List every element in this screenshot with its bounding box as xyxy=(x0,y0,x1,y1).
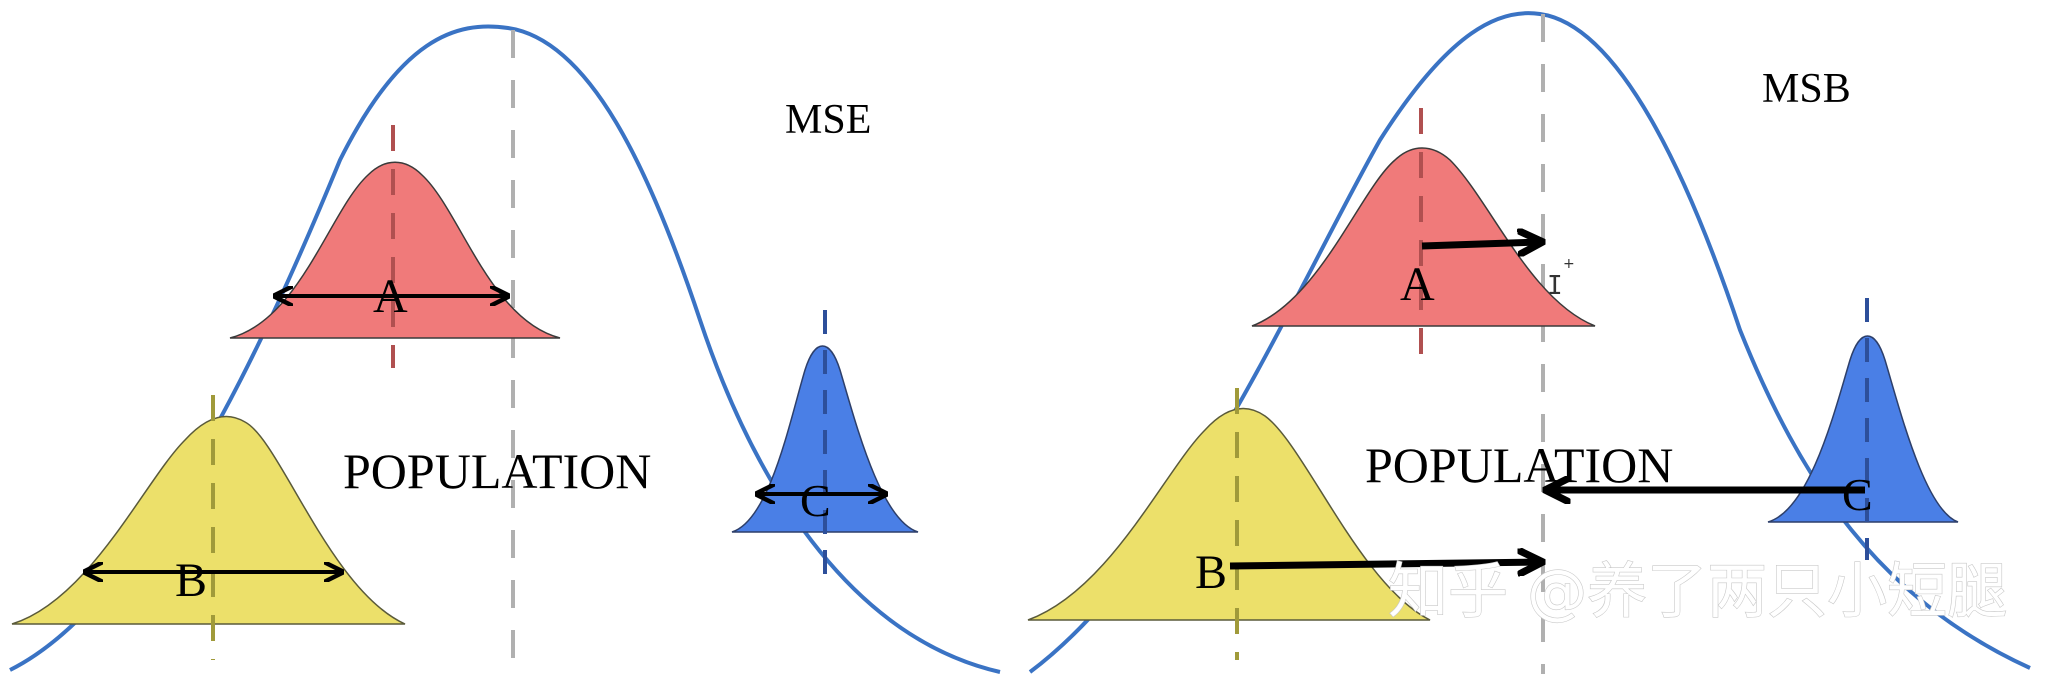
mse-population-label: POPULATION xyxy=(343,443,651,499)
group-b-label: B xyxy=(175,554,207,607)
group-a-label: A xyxy=(1400,258,1435,311)
group-a-distribution xyxy=(1251,147,1596,327)
group-c-label: C xyxy=(800,475,831,526)
mse-panel: A B C POPULATION MSE xyxy=(9,24,1001,674)
mse-title: MSE xyxy=(785,97,871,143)
group-b-label: B xyxy=(1195,546,1227,599)
group-c-distribution xyxy=(1767,335,1959,523)
cursor-plus-icon: + xyxy=(1563,256,1575,272)
group-a-label: A xyxy=(373,270,408,323)
population-curve xyxy=(1028,11,2031,674)
msb-panel: A I + B C POPULATION MSB 知乎 @养了两只小短腿 xyxy=(1027,11,2031,674)
watermark: 知乎 @养了两只小短腿 xyxy=(1388,557,2007,627)
group-c-label: C xyxy=(1842,469,1873,520)
msb-title: MSB xyxy=(1762,66,1851,112)
msb-population-label: POPULATION xyxy=(1365,437,1673,493)
text-cursor-icon: I xyxy=(1547,271,1563,301)
group-a-to-population-arrow xyxy=(1421,242,1540,246)
group-b-to-population-arrow xyxy=(1229,562,1540,566)
